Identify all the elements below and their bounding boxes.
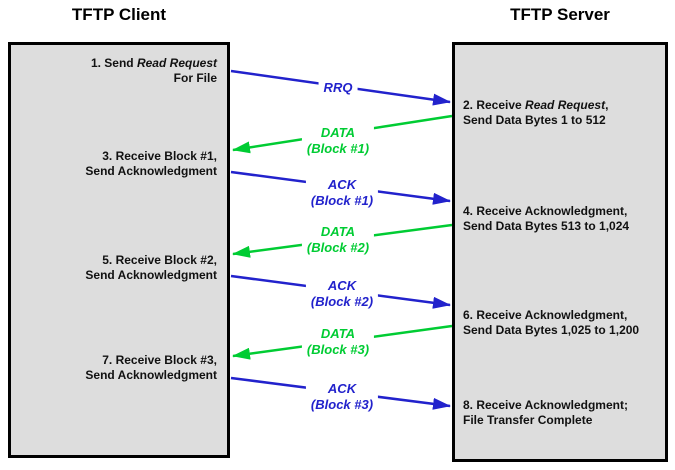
ack-block3-label: ACK(Block #3) bbox=[305, 381, 379, 413]
server-step-4-line1: 4. Receive Acknowledgment, bbox=[463, 204, 628, 218]
client-step-5-line2: Send Acknowledgment bbox=[85, 268, 217, 282]
rrq-label: RRQ bbox=[318, 80, 358, 96]
server-step-8: 8. Receive Acknowledgment; File Transfer… bbox=[463, 398, 628, 428]
client-step-3-line2: Send Acknowledgment bbox=[85, 164, 217, 178]
server-step-4: 4. Receive Acknowledgment, Send Data Byt… bbox=[463, 204, 629, 234]
client-step-5-line1: 5. Receive Block #2, bbox=[102, 253, 217, 267]
client-step-3-line1: 3. Receive Block #1, bbox=[102, 149, 217, 163]
server-step-2: 2. Receive Read Request, Send Data Bytes… bbox=[463, 98, 608, 128]
client-step-1: 1. Send Read Request For File bbox=[91, 56, 217, 86]
client-step-1-line2: For File bbox=[173, 71, 217, 85]
client-step-3: 3. Receive Block #1, Send Acknowledgment bbox=[85, 149, 217, 179]
data-block3-label: DATA(Block #3) bbox=[301, 326, 375, 358]
client-title: TFTP Client bbox=[71, 5, 167, 24]
server-step-2-line2: Send Data Bytes 1 to 512 bbox=[463, 113, 606, 127]
client-step-7-line2: Send Acknowledgment bbox=[85, 368, 217, 382]
server-step-4-line2: Send Data Bytes 513 to 1,024 bbox=[463, 219, 630, 233]
ack-block1-label: ACK(Block #1) bbox=[305, 177, 379, 209]
server-step-8-line2: File Transfer Complete bbox=[463, 413, 593, 427]
client-step-5: 5. Receive Block #2, Send Acknowledgment bbox=[85, 253, 217, 283]
server-step-8-line1: 8. Receive Acknowledgment; bbox=[463, 398, 628, 412]
server-title: TFTP Server bbox=[510, 5, 610, 24]
server-step-6-line2: Send Data Bytes 1,025 to 1,200 bbox=[463, 323, 640, 337]
data-block1-label: DATA(Block #1) bbox=[301, 125, 375, 157]
client-step-7: 7. Receive Block #3, Send Acknowledgment bbox=[85, 353, 217, 383]
client-box: 1. Send Read Request For File 3. Receive… bbox=[8, 42, 230, 458]
server-step-2-line1: 2. Receive Read Request, bbox=[463, 98, 609, 112]
server-box: 2. Receive Read Request, Send Data Bytes… bbox=[452, 42, 668, 462]
client-step-1-line1: 1. Send Read Request bbox=[90, 56, 217, 70]
client-step-7-line1: 7. Receive Block #3, bbox=[102, 353, 217, 367]
server-step-6: 6. Receive Acknowledgment, Send Data Byt… bbox=[463, 308, 639, 338]
data-block2-label: DATA(Block #2) bbox=[301, 224, 375, 256]
server-step-6-line1: 6. Receive Acknowledgment, bbox=[463, 308, 628, 322]
ack-block2-label: ACK(Block #2) bbox=[305, 278, 379, 310]
